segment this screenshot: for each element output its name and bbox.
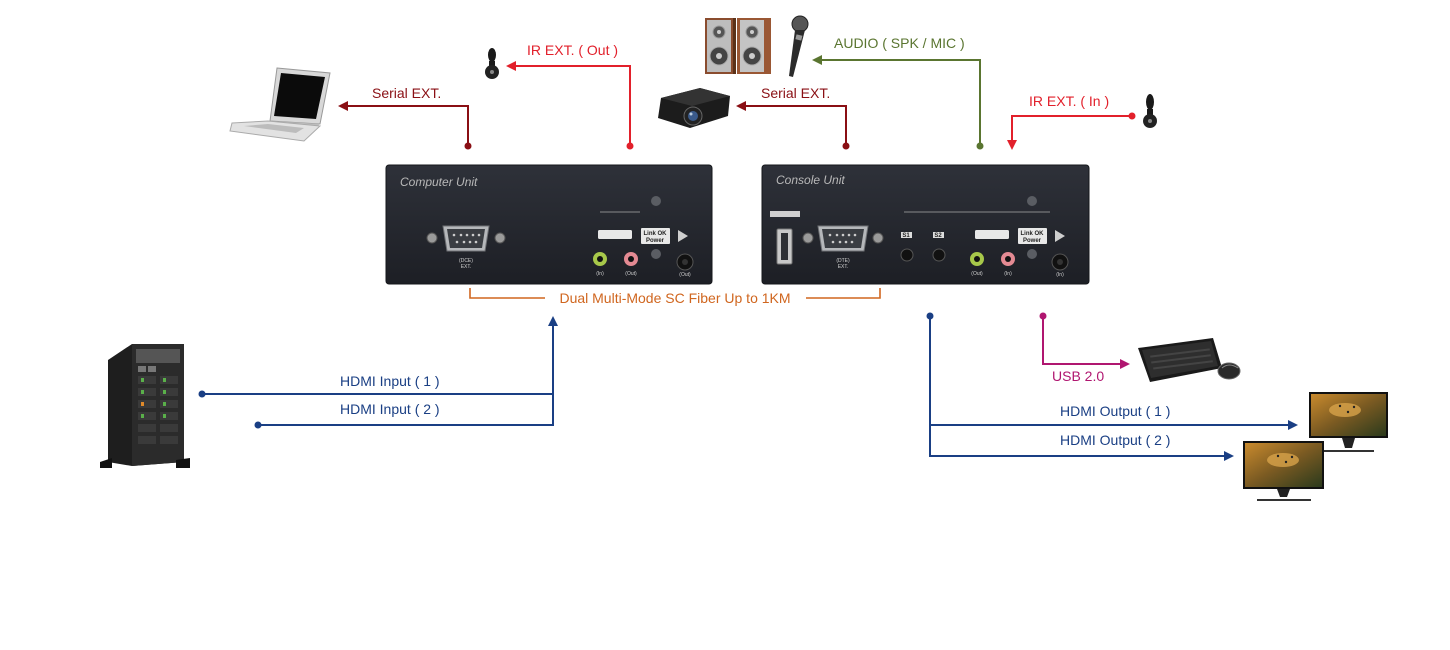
hdmi-input-connectors — [198, 316, 558, 429]
laptop-icon — [229, 67, 331, 142]
computer-unit-title: Computer Unit — [400, 175, 478, 189]
label-ir-ext-in: IR EXT. ( In ) — [1029, 93, 1109, 109]
audio-connector — [812, 55, 984, 150]
usb-port — [776, 228, 793, 265]
label-hdmi-input-2: HDMI Input ( 2 ) — [340, 401, 440, 417]
jack-in-label: (In) — [596, 271, 604, 277]
label-serial-ext-left: Serial EXT. — [372, 85, 441, 101]
s2-label: S2 — [934, 233, 942, 239]
console-ir-in-label: (In) — [1056, 272, 1064, 278]
usb-connector — [1039, 312, 1130, 369]
label-audio: AUDIO ( SPK / MIC ) — [834, 35, 965, 51]
dte-ext-label: EXT. — [838, 264, 849, 270]
console-link-ok-label: Link OK — [1020, 231, 1044, 237]
ir-emitter-icon — [1143, 94, 1157, 128]
serial-ext-left-connector — [338, 101, 472, 150]
monitor-icon — [1243, 441, 1324, 501]
serial-ext-right-connector — [736, 101, 850, 150]
label-ir-ext-out: IR EXT. ( Out ) — [527, 42, 618, 58]
link-ok-label: Link OK — [643, 231, 667, 237]
dce-ext-label: EXT. — [461, 264, 472, 270]
server-tower-icon — [100, 344, 190, 468]
console-power-label: Power — [1023, 238, 1042, 244]
audio-jacks-computer: (In) (Out) — [593, 230, 638, 277]
console-jack-out-label: (Out) — [971, 271, 983, 277]
speakers-icon — [705, 18, 771, 74]
power-label: Power — [646, 238, 665, 244]
ir-receiver-icon — [485, 48, 499, 79]
ir-ext-in-connector — [1007, 112, 1136, 150]
label-hdmi-input-1: HDMI Input ( 1 ) — [340, 373, 440, 389]
console-unit-title: Console Unit — [776, 173, 845, 187]
s1-label: S1 — [902, 233, 910, 239]
dte-label: (DTE) — [836, 258, 850, 264]
fiber-bracket — [469, 288, 881, 299]
label-serial-ext-right: Serial EXT. — [761, 85, 830, 101]
label-hdmi-output-2: HDMI Output ( 2 ) — [1060, 432, 1170, 448]
label-hdmi-output-1: HDMI Output ( 1 ) — [1060, 403, 1170, 419]
keyboard-mouse-icon — [1138, 338, 1241, 382]
hdmi-output-connectors — [926, 312, 1298, 461]
console-jack-in-label: (In) — [1004, 271, 1012, 277]
jack-out-label: (Out) — [625, 271, 637, 277]
ir-port-console: (In) — [1051, 230, 1069, 278]
switch-buttons: S1 S2 — [900, 232, 946, 262]
dce-label: (DCE) — [459, 258, 473, 264]
ir-out-label: (Out) — [679, 272, 691, 278]
microphone-icon — [789, 15, 809, 77]
monitor-icon — [1309, 392, 1388, 452]
ir-port-computer: (Out) — [676, 230, 694, 278]
audio-jacks-console: (Out) (In) — [970, 230, 1015, 277]
computer-unit: Computer Unit (DCE) EXT. (In) (Out) Link… — [385, 164, 713, 285]
label-fiber: Dual Multi-Mode SC Fiber Up to 1KM — [559, 290, 790, 306]
serial-port-dte — [802, 225, 884, 252]
projector-icon — [658, 88, 730, 128]
console-unit: Console Unit (DTE) EXT. S1 S2 — [761, 164, 1090, 285]
label-usb: USB 2.0 — [1052, 368, 1104, 384]
ir-ext-out-connector — [506, 61, 634, 150]
serial-port-dce — [426, 225, 506, 252]
